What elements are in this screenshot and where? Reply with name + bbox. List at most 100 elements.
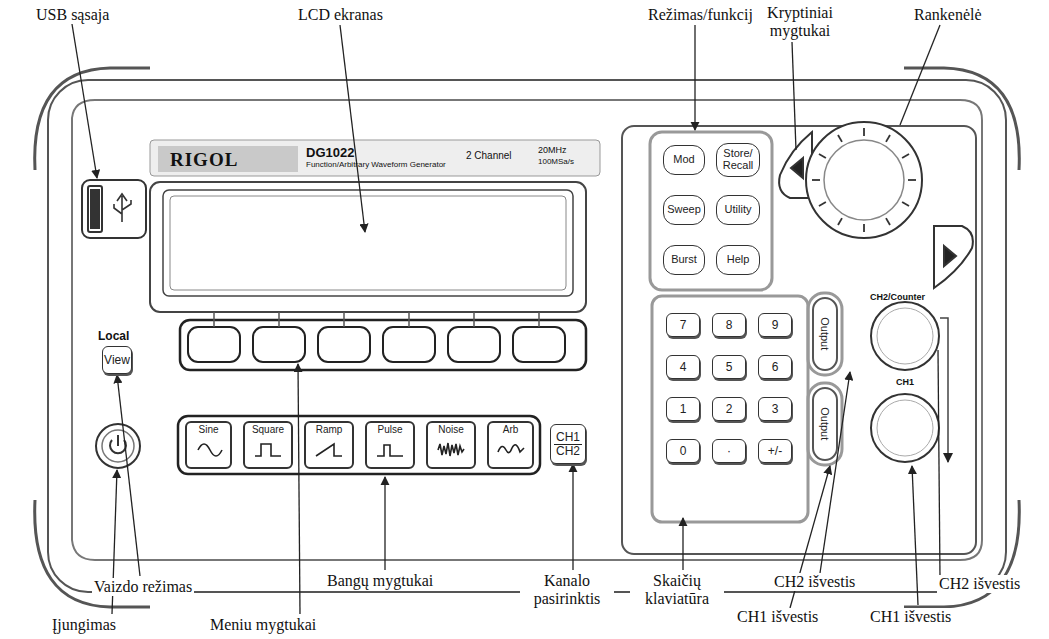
wave-button: Sine [185,421,232,469]
button-label: Ramp [316,425,343,436]
button-label: Noise [438,425,464,436]
button-label: Output [819,317,831,350]
logo-plate [158,146,298,172]
wave-icon [436,440,466,460]
wave-button: Arb [487,421,534,469]
button-label: Sine [198,425,218,436]
button-label: 2 [726,403,733,416]
callout-label: Kryptiniai mygtukai [752,4,848,39]
button-label: Output [819,407,831,440]
number-key: 4 [666,355,700,379]
number-key: 5 [712,355,746,379]
button-label: +/- [768,445,782,458]
arrow-keys [779,132,973,288]
number-key: 8 [712,313,746,337]
wave-button: Square [243,421,293,469]
button-label: Store/ Recall [718,148,758,171]
keypad-group [652,296,808,522]
brand-strip [150,140,600,176]
button-label: 6 [772,361,779,374]
view-button: View [102,346,132,374]
callout-label: Bangų mygtukai [325,572,435,590]
lcd-screen [163,190,573,296]
callout-label: Meniu mygtukai [208,616,318,634]
lcd-bezel [150,182,586,312]
panel-marking: 2 Channel [466,150,512,161]
callout-label: Įjungimas [50,616,118,634]
number-key: · [712,439,746,463]
button-label: Utility [725,204,752,216]
panel-marking: RIGOL [170,149,238,171]
mode-group [650,132,772,290]
mode-button: Store/ Recall [716,143,760,177]
wave-icon [194,440,224,460]
menu-buttons [180,312,586,370]
panel-marking: CH2/Counter [870,292,925,302]
mode-button: Help [716,245,760,275]
callout-label: Režimas/funkcijos [646,6,769,24]
wave-icon [314,440,344,460]
output-bezel [808,383,842,465]
number-key: 3 [758,397,792,421]
mode-button: Sweep [663,195,705,225]
callout-label: Rankenėlė [912,6,984,24]
callout-label: Kanalo pasirinktis [520,572,614,607]
panel-marking: Function/Arbitrary Waveform Generator [306,160,446,169]
power-button [96,424,140,468]
button-label: 9 [772,319,779,332]
button-label: CH2 [556,445,580,458]
number-key: 1 [666,397,700,421]
button-label: Square [252,425,284,436]
wave-icon [375,440,405,460]
button-label: 7 [680,319,687,332]
callout-label: CH2 išvestis [772,573,857,591]
panel-marking: DG1022 [306,145,354,160]
number-key: 7 [666,313,700,337]
button-label: CH1 [554,431,582,445]
button-label: 0 [680,445,687,458]
panel-marking: Local [98,329,129,343]
button-label: · [727,445,731,458]
panel-marking: CH1 [896,377,914,387]
rotary-knob [806,122,922,238]
panel-marking: 20MHz [538,145,567,155]
button-label: Sweep [667,204,701,216]
button-label: Mod [673,154,694,166]
wave-button: Ramp [304,421,354,469]
callout-label: CH2 išvestis [937,575,1022,593]
wave-button-group [178,416,540,474]
mode-button: Mod [663,145,705,175]
panel-marking: 100MSa/s [538,157,574,166]
usb-port [82,180,146,238]
button-label: 5 [726,361,733,374]
button-label: 4 [680,361,687,374]
button-label: 1 [680,403,687,416]
number-key: +/- [758,439,792,463]
callout-label: USB sąsaja [34,6,111,24]
mode-button: Utility [716,195,760,225]
wave-button: Noise [426,421,476,469]
bnc-connectors [871,302,948,462]
number-key: 2 [712,397,746,421]
button-label: 8 [726,319,733,332]
wave-button: Pulse [365,421,415,469]
callout-label: CH1 išvestis [868,608,953,626]
mode-button: Burst [663,245,705,275]
output-button: Output [812,387,838,461]
button-label: Help [727,254,750,266]
callout-label: Vaizdo režimas [92,578,194,596]
output-button: Output [812,297,838,371]
lcd-inner [170,196,566,290]
output-bezel [808,293,842,375]
callout-label: Skaičių klaviatūra [630,572,724,607]
button-label: Pulse [377,425,402,436]
callout-label: LCD ekranas [296,6,385,24]
wave-icon [253,440,283,460]
housing [35,68,1020,607]
button-label: 3 [772,403,779,416]
leader-lines [72,24,940,614]
button-label: Arb [503,425,519,436]
button-label: Burst [671,254,697,266]
number-key: 0 [666,439,700,463]
